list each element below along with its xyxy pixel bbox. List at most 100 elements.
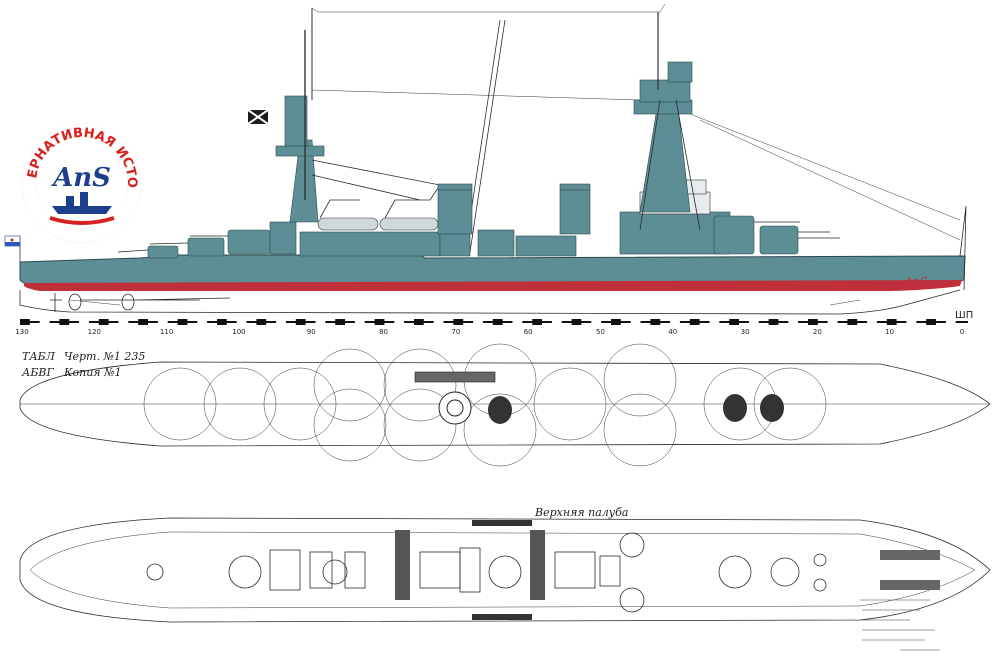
scale-segment bbox=[591, 319, 602, 325]
scale-segment bbox=[768, 319, 779, 325]
firing-arc bbox=[143, 367, 217, 441]
scale-segment bbox=[729, 319, 739, 325]
scale-tick-label: 0 bbox=[960, 328, 964, 336]
svg-text:АБВГ: АБВГ bbox=[21, 366, 54, 379]
scale-segment bbox=[532, 319, 542, 325]
boats bbox=[317, 199, 439, 231]
logo-ship-icon bbox=[52, 192, 112, 214]
scale-segment bbox=[414, 319, 424, 325]
deck-fitting bbox=[718, 555, 752, 589]
upper-deck-plan: Верхняя палуба bbox=[19, 506, 991, 651]
deck-fitting bbox=[619, 587, 645, 613]
scale-tick-label: 110 bbox=[160, 328, 173, 336]
scale-tick-label: 90 bbox=[307, 328, 316, 336]
firing-arc bbox=[603, 343, 677, 417]
scale-segment bbox=[20, 319, 30, 325]
scale-segment bbox=[118, 319, 129, 325]
svg-text:ТАБЛ: ТАБЛ bbox=[22, 350, 56, 363]
scale-tick-label: 80 bbox=[379, 328, 388, 336]
scale-tick-label: 130 bbox=[15, 328, 28, 336]
scale-segment bbox=[748, 319, 759, 325]
scale-segment bbox=[256, 319, 267, 325]
firing-arc bbox=[263, 367, 337, 441]
scale-unit-label: ШП bbox=[955, 310, 973, 321]
plan-view-upper bbox=[19, 343, 991, 467]
scale-segment bbox=[177, 319, 188, 325]
scale-segment bbox=[433, 319, 444, 325]
deck-compartment bbox=[309, 551, 333, 589]
drawing-notes bbox=[860, 599, 940, 651]
scale-segment bbox=[847, 319, 858, 325]
scale-segment bbox=[138, 319, 148, 325]
deck-compartment bbox=[344, 551, 366, 589]
svg-text:Копия №1: Копия №1 bbox=[63, 366, 122, 379]
scale-segment bbox=[512, 319, 523, 325]
scale-segment bbox=[157, 319, 168, 325]
turret-tops bbox=[414, 371, 784, 425]
forward-turrets bbox=[713, 215, 799, 255]
firing-arc bbox=[753, 367, 827, 441]
deck-compartment bbox=[419, 551, 461, 589]
scale-segment bbox=[394, 319, 405, 325]
scale-tick-label: 10 bbox=[885, 328, 894, 336]
scale-segment bbox=[886, 319, 897, 325]
firing-arc bbox=[383, 388, 457, 462]
aft-mast bbox=[247, 8, 441, 223]
deck-fitting bbox=[619, 532, 645, 558]
deck-fitting bbox=[322, 559, 348, 585]
deck-fitting bbox=[770, 557, 800, 587]
scale-segment bbox=[453, 319, 464, 325]
scale-segment bbox=[98, 319, 109, 325]
logo-initials: AnS bbox=[50, 163, 111, 193]
firing-arc bbox=[313, 388, 387, 462]
scale-tick-label: 60 bbox=[524, 328, 533, 336]
underwater-hull-outline bbox=[19, 289, 961, 315]
firing-arc bbox=[463, 393, 537, 467]
firing-arc bbox=[313, 348, 387, 422]
scale-segment bbox=[827, 319, 838, 325]
scale-segment bbox=[236, 319, 247, 325]
funnels bbox=[437, 183, 591, 235]
scale-segment bbox=[709, 319, 720, 325]
scale-segment bbox=[650, 319, 661, 325]
scale-segment bbox=[492, 319, 503, 325]
scale-tick-label: 20 bbox=[813, 328, 822, 336]
scale-segment bbox=[670, 319, 680, 325]
firing-arc bbox=[533, 367, 607, 441]
scale-segment bbox=[335, 319, 345, 325]
scale-segment bbox=[551, 319, 562, 325]
deck-compartment bbox=[459, 547, 481, 593]
scale-segment bbox=[630, 319, 641, 325]
scale-segment bbox=[217, 319, 227, 325]
hull-emblem: AnS bbox=[904, 275, 928, 288]
propellers-and-rudder bbox=[50, 293, 231, 312]
ans-logo: АЛЬТЕРНАТИВНАЯ ИСТОРИЯ alternate-his shi… bbox=[0, 0, 142, 243]
naval-jack-icon bbox=[4, 235, 21, 262]
scale-tick-label: 100 bbox=[232, 328, 245, 336]
scale-segment bbox=[374, 319, 385, 325]
side-profile: AnS bbox=[4, 3, 967, 315]
deck-fitting bbox=[813, 553, 827, 567]
scale-segment bbox=[39, 319, 50, 325]
scale-segment bbox=[571, 319, 582, 325]
deck-fitting bbox=[488, 555, 522, 589]
deck-fitting bbox=[228, 555, 262, 589]
scale-segment bbox=[926, 319, 936, 325]
scale-segment bbox=[276, 319, 286, 325]
scale-segment bbox=[906, 319, 917, 325]
title-block: ТАБЛ Черт. №1 235 АБВГ Копия №1 bbox=[21, 350, 145, 379]
scale-segment bbox=[867, 319, 877, 325]
scale-segment bbox=[295, 319, 306, 325]
scale-segment bbox=[788, 319, 799, 325]
firing-arc bbox=[383, 348, 457, 422]
scale-segment bbox=[611, 319, 621, 325]
deck-plan-title: Верхняя палуба bbox=[534, 506, 628, 519]
scale-segment bbox=[689, 319, 700, 325]
deck-fitting bbox=[146, 563, 164, 581]
boot-topping bbox=[24, 280, 962, 291]
deck-compartment bbox=[269, 549, 301, 591]
bridge-and-foremast bbox=[619, 12, 731, 255]
scale-tick-label: 120 bbox=[88, 328, 101, 336]
deck-fitting bbox=[813, 578, 827, 592]
